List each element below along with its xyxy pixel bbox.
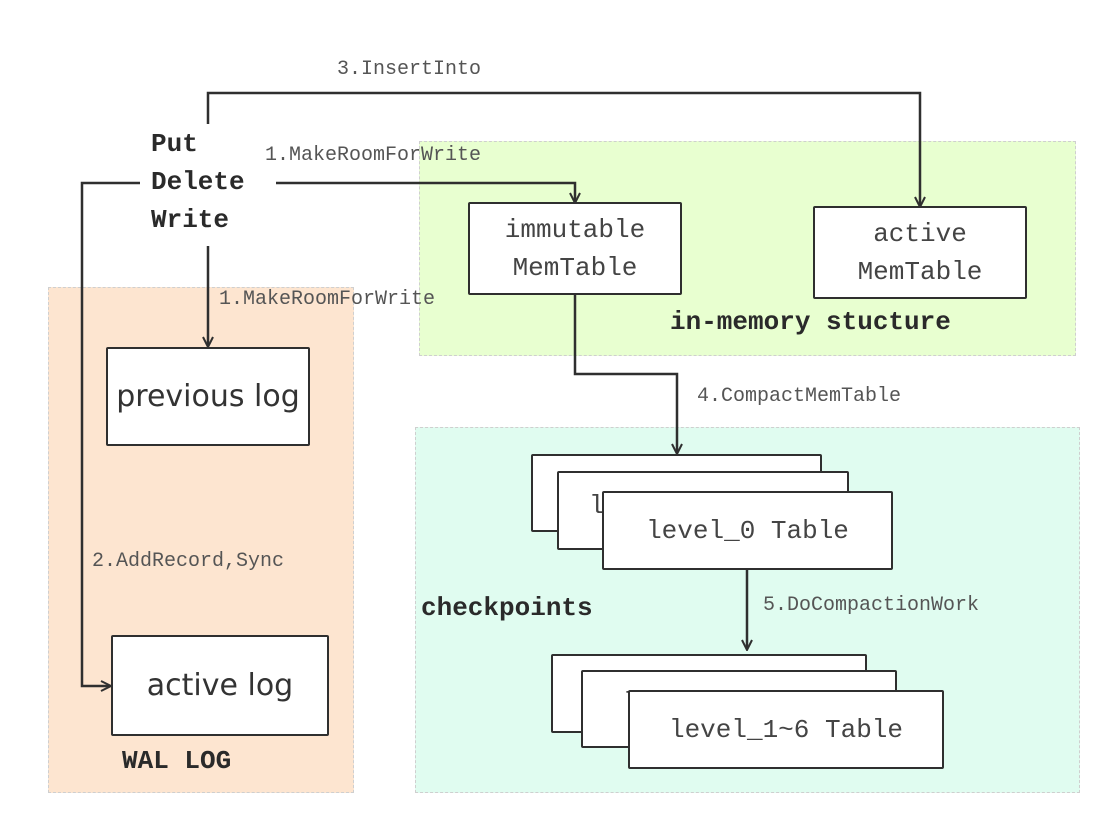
level0-stack-middle-label: l xyxy=(589,491,605,521)
active-memtable-node: active MemTable xyxy=(813,206,1027,299)
operations-list: Put Delete Write xyxy=(151,125,245,239)
level0-table-label: level_0 Table xyxy=(646,515,849,546)
op-put: Put xyxy=(151,129,198,159)
level0-table-node: level_0 Table xyxy=(602,491,893,570)
level16-table-label: level_1~6 Table xyxy=(668,714,904,745)
checkpoints-region-label: checkpoints xyxy=(421,593,593,623)
label-make-room-memtable: 1.MakeRoomForWrite xyxy=(265,144,482,167)
label-do-compaction: 5.DoCompactionWork xyxy=(763,594,980,617)
edge-make-room-memtable xyxy=(276,181,575,202)
label-insert-into: 3.InsertInto xyxy=(337,58,482,81)
active-memtable-line2: MemTable xyxy=(857,256,983,287)
active-log-node: active log xyxy=(111,635,329,736)
op-write: Write xyxy=(151,205,230,235)
active-memtable-line1: active xyxy=(873,218,967,249)
immutable-memtable-line2: MemTable xyxy=(512,252,638,283)
op-delete: Delete xyxy=(151,167,245,197)
wal-log-region-label: WAL LOG xyxy=(122,746,232,776)
active-log-label: active log xyxy=(146,668,294,703)
in-memory-region-label: in-memory stucture xyxy=(670,307,951,337)
immutable-memtable-node: immutable MemTable xyxy=(468,202,682,295)
edge-compact-memtable xyxy=(573,294,677,453)
previous-log-node: previous log xyxy=(106,347,310,446)
label-make-room-log: 1.MakeRoomForWrite xyxy=(219,288,436,311)
previous-log-label: previous log xyxy=(116,379,300,414)
immutable-memtable-line1: immutable xyxy=(504,214,646,245)
edge-insert-into xyxy=(206,91,920,206)
level16-table-node: level_1~6 Table xyxy=(628,690,944,769)
edge-add-record xyxy=(80,181,140,686)
label-add-record: 2.AddRecord,Sync xyxy=(92,550,285,573)
label-compact-memtable: 4.CompactMemTable xyxy=(697,385,902,408)
